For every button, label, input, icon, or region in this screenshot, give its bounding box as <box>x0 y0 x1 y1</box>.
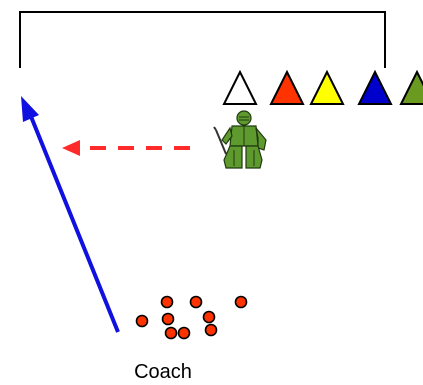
white-cone-icon <box>222 69 258 105</box>
red-cone-icon <box>269 69 305 105</box>
shot-arrow <box>21 96 120 333</box>
ball-icon <box>202 310 216 324</box>
ball-icon <box>177 326 191 340</box>
green-cone-icon <box>399 69 423 105</box>
ball-icon <box>135 314 149 328</box>
ball-icon <box>160 295 174 309</box>
ball-icon <box>161 312 175 326</box>
coach-label: Coach <box>134 361 192 383</box>
ball-group <box>135 295 248 340</box>
yellow-cone-icon <box>309 69 345 105</box>
pass-arrow <box>62 140 190 156</box>
ball-icon <box>164 326 178 340</box>
ball-icon <box>204 323 218 337</box>
blue-cone-icon <box>357 69 393 105</box>
goal-frame <box>19 11 386 68</box>
goalie-figure-icon <box>213 110 267 169</box>
ball-icon <box>234 295 248 309</box>
ball-icon <box>189 295 203 309</box>
cone-row <box>222 69 423 105</box>
